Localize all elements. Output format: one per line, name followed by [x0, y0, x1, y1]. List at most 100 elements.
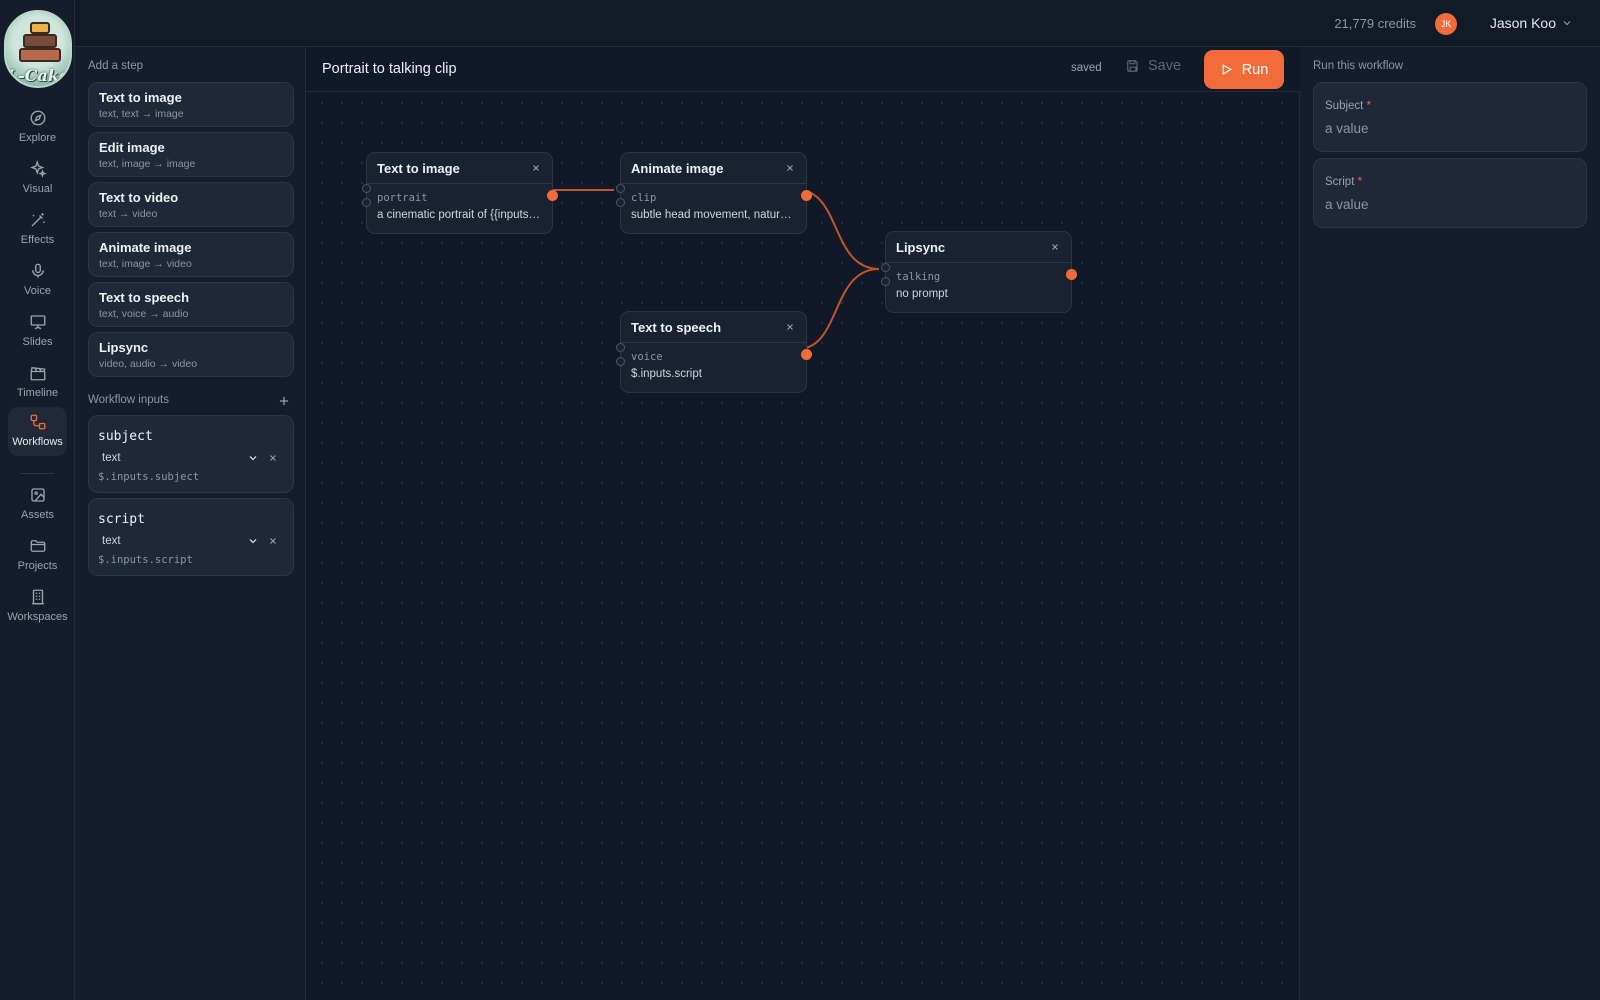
- node-animate-image[interactable]: Animate image clip subtle head movement,…: [616, 152, 812, 234]
- workflow-title[interactable]: Portrait to talking clip: [322, 61, 457, 77]
- field-label: Subject *: [1325, 100, 1371, 112]
- node-lipsync[interactable]: Lipsync talking no prompt: [881, 231, 1077, 313]
- step-card-animate-image[interactable]: Animate image text, image → video: [88, 232, 294, 277]
- node-header[interactable]: Animate image: [621, 153, 806, 184]
- step-title: Animate image: [99, 240, 192, 255]
- compass-icon: [30, 110, 45, 126]
- avatar[interactable]: JK: [1435, 13, 1457, 35]
- nav-label: Visual: [22, 183, 53, 195]
- user-name[interactable]: Jason Koo: [1489, 15, 1556, 31]
- step-card-text-to-speech[interactable]: Text to speech text, voice → audio: [88, 282, 294, 327]
- workflow-canvas[interactable]: Portrait to talking clip saved Save Run …: [306, 47, 1300, 1000]
- steps-panel: Add a step Text to image text, text → im…: [75, 47, 306, 1000]
- step-io: text, image → video: [99, 258, 192, 270]
- nav-item-timeline[interactable]: Timeline: [8, 358, 67, 404]
- top-bar: 21,779 credits JK Jason Koo: [75, 0, 1600, 47]
- step-title: Text to video: [99, 190, 179, 205]
- close-icon[interactable]: [267, 535, 279, 547]
- close-icon[interactable]: [531, 163, 541, 173]
- input-port[interactable]: [616, 357, 625, 366]
- clapperboard-icon: [30, 367, 46, 381]
- output-port[interactable]: [1066, 269, 1077, 280]
- nav-rail: L-Cake Explore Visual Effects Voice Slid…: [0, 0, 75, 1000]
- input-port[interactable]: [362, 198, 371, 207]
- presentation-icon: [30, 315, 45, 330]
- subject-input[interactable]: [1325, 121, 1575, 136]
- node-prompt: no prompt: [896, 288, 948, 300]
- step-card-text-to-video[interactable]: Text to video text → video: [88, 182, 294, 227]
- input-port[interactable]: [616, 184, 625, 193]
- building-icon: [31, 589, 44, 605]
- nav-item-workflows[interactable]: Workflows: [8, 407, 67, 456]
- chevron-down-icon[interactable]: [247, 535, 259, 547]
- output-port[interactable]: [801, 190, 812, 201]
- node-title: Text to image: [377, 161, 460, 176]
- node-header[interactable]: Text to image: [367, 153, 552, 184]
- script-input[interactable]: [1325, 197, 1575, 212]
- chevron-down-icon[interactable]: [1561, 17, 1573, 29]
- nav-divider: [20, 473, 54, 474]
- nav-item-slides[interactable]: Slides: [8, 307, 67, 353]
- input-port[interactable]: [616, 343, 625, 352]
- step-title: Edit image: [99, 140, 165, 155]
- input-port[interactable]: [362, 184, 371, 193]
- nav-label: Effects: [20, 234, 55, 246]
- input-port[interactable]: [881, 277, 890, 286]
- nav-label: Voice: [24, 285, 51, 297]
- wire-animate-image-to-lipsync: [797, 189, 880, 270]
- nav-item-voice[interactable]: Voice: [8, 256, 67, 302]
- script-field: Script *: [1313, 158, 1587, 228]
- field-label-text: Subject: [1325, 100, 1364, 112]
- input-type-select[interactable]: text: [102, 452, 121, 464]
- step-card-text-to-image[interactable]: Text to image text, text → image: [88, 82, 294, 127]
- folder-icon: [30, 540, 45, 552]
- step-card-lipsync[interactable]: Lipsync video, audio → video: [88, 332, 294, 377]
- node-header[interactable]: Text to speech: [621, 312, 806, 343]
- microphone-icon: [31, 263, 44, 278]
- nav-label: Explore: [18, 132, 57, 144]
- add-input-icon[interactable]: [277, 394, 291, 408]
- input-type-select[interactable]: text: [102, 535, 121, 547]
- run-button[interactable]: Run: [1204, 50, 1284, 89]
- output-port[interactable]: [801, 349, 812, 360]
- run-panel-title: Run this workflow: [1313, 60, 1404, 72]
- nav-item-explore[interactable]: Explore: [8, 103, 67, 149]
- node-prompt: $.inputs.script: [631, 368, 702, 380]
- input-port[interactable]: [881, 263, 890, 272]
- input-port[interactable]: [616, 198, 625, 207]
- brand-logo[interactable]: L-Cake: [4, 10, 72, 88]
- workflow-icon: [30, 414, 45, 430]
- node-text-to-image[interactable]: Text to image portrait a cinematic portr…: [362, 152, 558, 234]
- input-name[interactable]: subject: [98, 429, 153, 444]
- chevron-down-icon[interactable]: [247, 452, 259, 464]
- output-port[interactable]: [547, 190, 558, 201]
- node-output-label: talking: [896, 271, 941, 283]
- nav-label: Workflows: [12, 436, 63, 448]
- input-path: $.inputs.script: [98, 554, 193, 566]
- node-title: Text to speech: [631, 320, 722, 335]
- nav-item-assets[interactable]: Assets: [8, 480, 67, 526]
- step-title: Text to speech: [99, 290, 190, 305]
- node-output-label: voice: [631, 351, 663, 363]
- nav-item-projects[interactable]: Projects: [8, 531, 67, 577]
- save-button[interactable]: Save: [1126, 58, 1181, 74]
- step-card-edit-image[interactable]: Edit image text, image → image: [88, 132, 294, 177]
- logo-text: L-Cake: [6, 66, 70, 85]
- magic-wand-icon: [31, 213, 45, 227]
- node-text-to-speech[interactable]: Text to speech voice $.inputs.script: [616, 311, 812, 393]
- input-card-subject: subject text $.inputs.subject: [88, 415, 294, 493]
- close-icon[interactable]: [785, 322, 795, 332]
- close-icon[interactable]: [785, 163, 795, 173]
- floppy-disk-icon: [1127, 60, 1138, 72]
- node-prompt: subtle head movement, natural blinking: [631, 209, 794, 221]
- close-icon[interactable]: [267, 452, 279, 464]
- nav-item-effects[interactable]: Effects: [8, 205, 67, 251]
- step-io: text, text → image: [99, 108, 184, 120]
- node-title: Lipsync: [896, 240, 946, 255]
- node-header[interactable]: Lipsync: [886, 232, 1071, 263]
- close-icon[interactable]: [1050, 242, 1060, 252]
- nav-item-workspaces[interactable]: Workspaces: [7, 582, 68, 628]
- node-prompt: a cinematic portrait of {{inputs.subject…: [377, 209, 540, 221]
- input-name[interactable]: script: [98, 512, 145, 527]
- nav-item-visual[interactable]: Visual: [8, 154, 67, 200]
